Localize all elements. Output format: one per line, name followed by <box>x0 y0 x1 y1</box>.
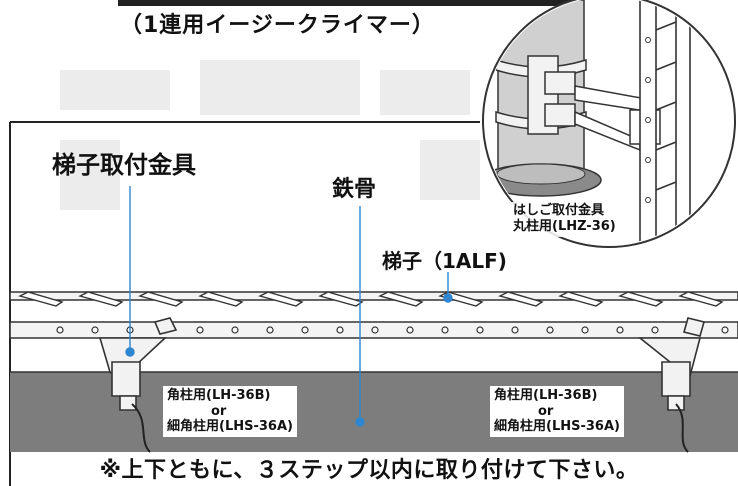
inset-vertical-ladder <box>639 0 691 245</box>
ladder-rungs <box>18 291 724 307</box>
model-right-line2: 細角柱用(LHS-36A) <box>494 419 620 435</box>
title-bar-remnant <box>118 0 580 6</box>
label-ladder-bracket: 梯子取付金具 <box>52 151 196 179</box>
right-bracket <box>637 317 705 411</box>
inset-ladder-holes <box>645 37 651 203</box>
left-cable <box>131 403 151 453</box>
model-right-line1: 角柱用(LH-36B) <box>494 388 598 403</box>
diagram-subtitle: （1連用イージークライマー） <box>120 13 435 38</box>
model-left-or: or <box>211 403 227 419</box>
model-left-line2: 細角柱用(LHS-36A) <box>167 419 293 435</box>
installation-note: ※上下ともに、３ステップ以内に取り付けて下さい。 <box>99 458 639 483</box>
model-right-or: or <box>538 403 554 419</box>
left-bracket <box>98 317 178 411</box>
right-cable <box>675 403 689 453</box>
background-watermark <box>60 60 480 210</box>
label-ladder: 梯子（1ALF) <box>382 249 507 273</box>
clamp-bands <box>495 55 587 135</box>
inset-caption-line2: 丸柱用(LHZ-36) <box>513 219 616 235</box>
inset-caption-line1: はしご取付金具 <box>513 203 605 218</box>
model-left-line1: 角柱用(LH-36B) <box>167 388 271 403</box>
model-box-right: 角柱用(LH-36B) or 細角柱用(LHS-36A) <box>490 386 624 437</box>
leader-lines <box>125 186 453 427</box>
model-box-left: 角柱用(LH-36B) or 細角柱用(LHS-36A) <box>163 386 297 437</box>
label-steel-frame: 鉄骨 <box>332 177 377 202</box>
inset-caption: はしご取付金具 丸柱用(LHZ-36) <box>510 202 619 237</box>
inset-detail <box>482 0 736 248</box>
